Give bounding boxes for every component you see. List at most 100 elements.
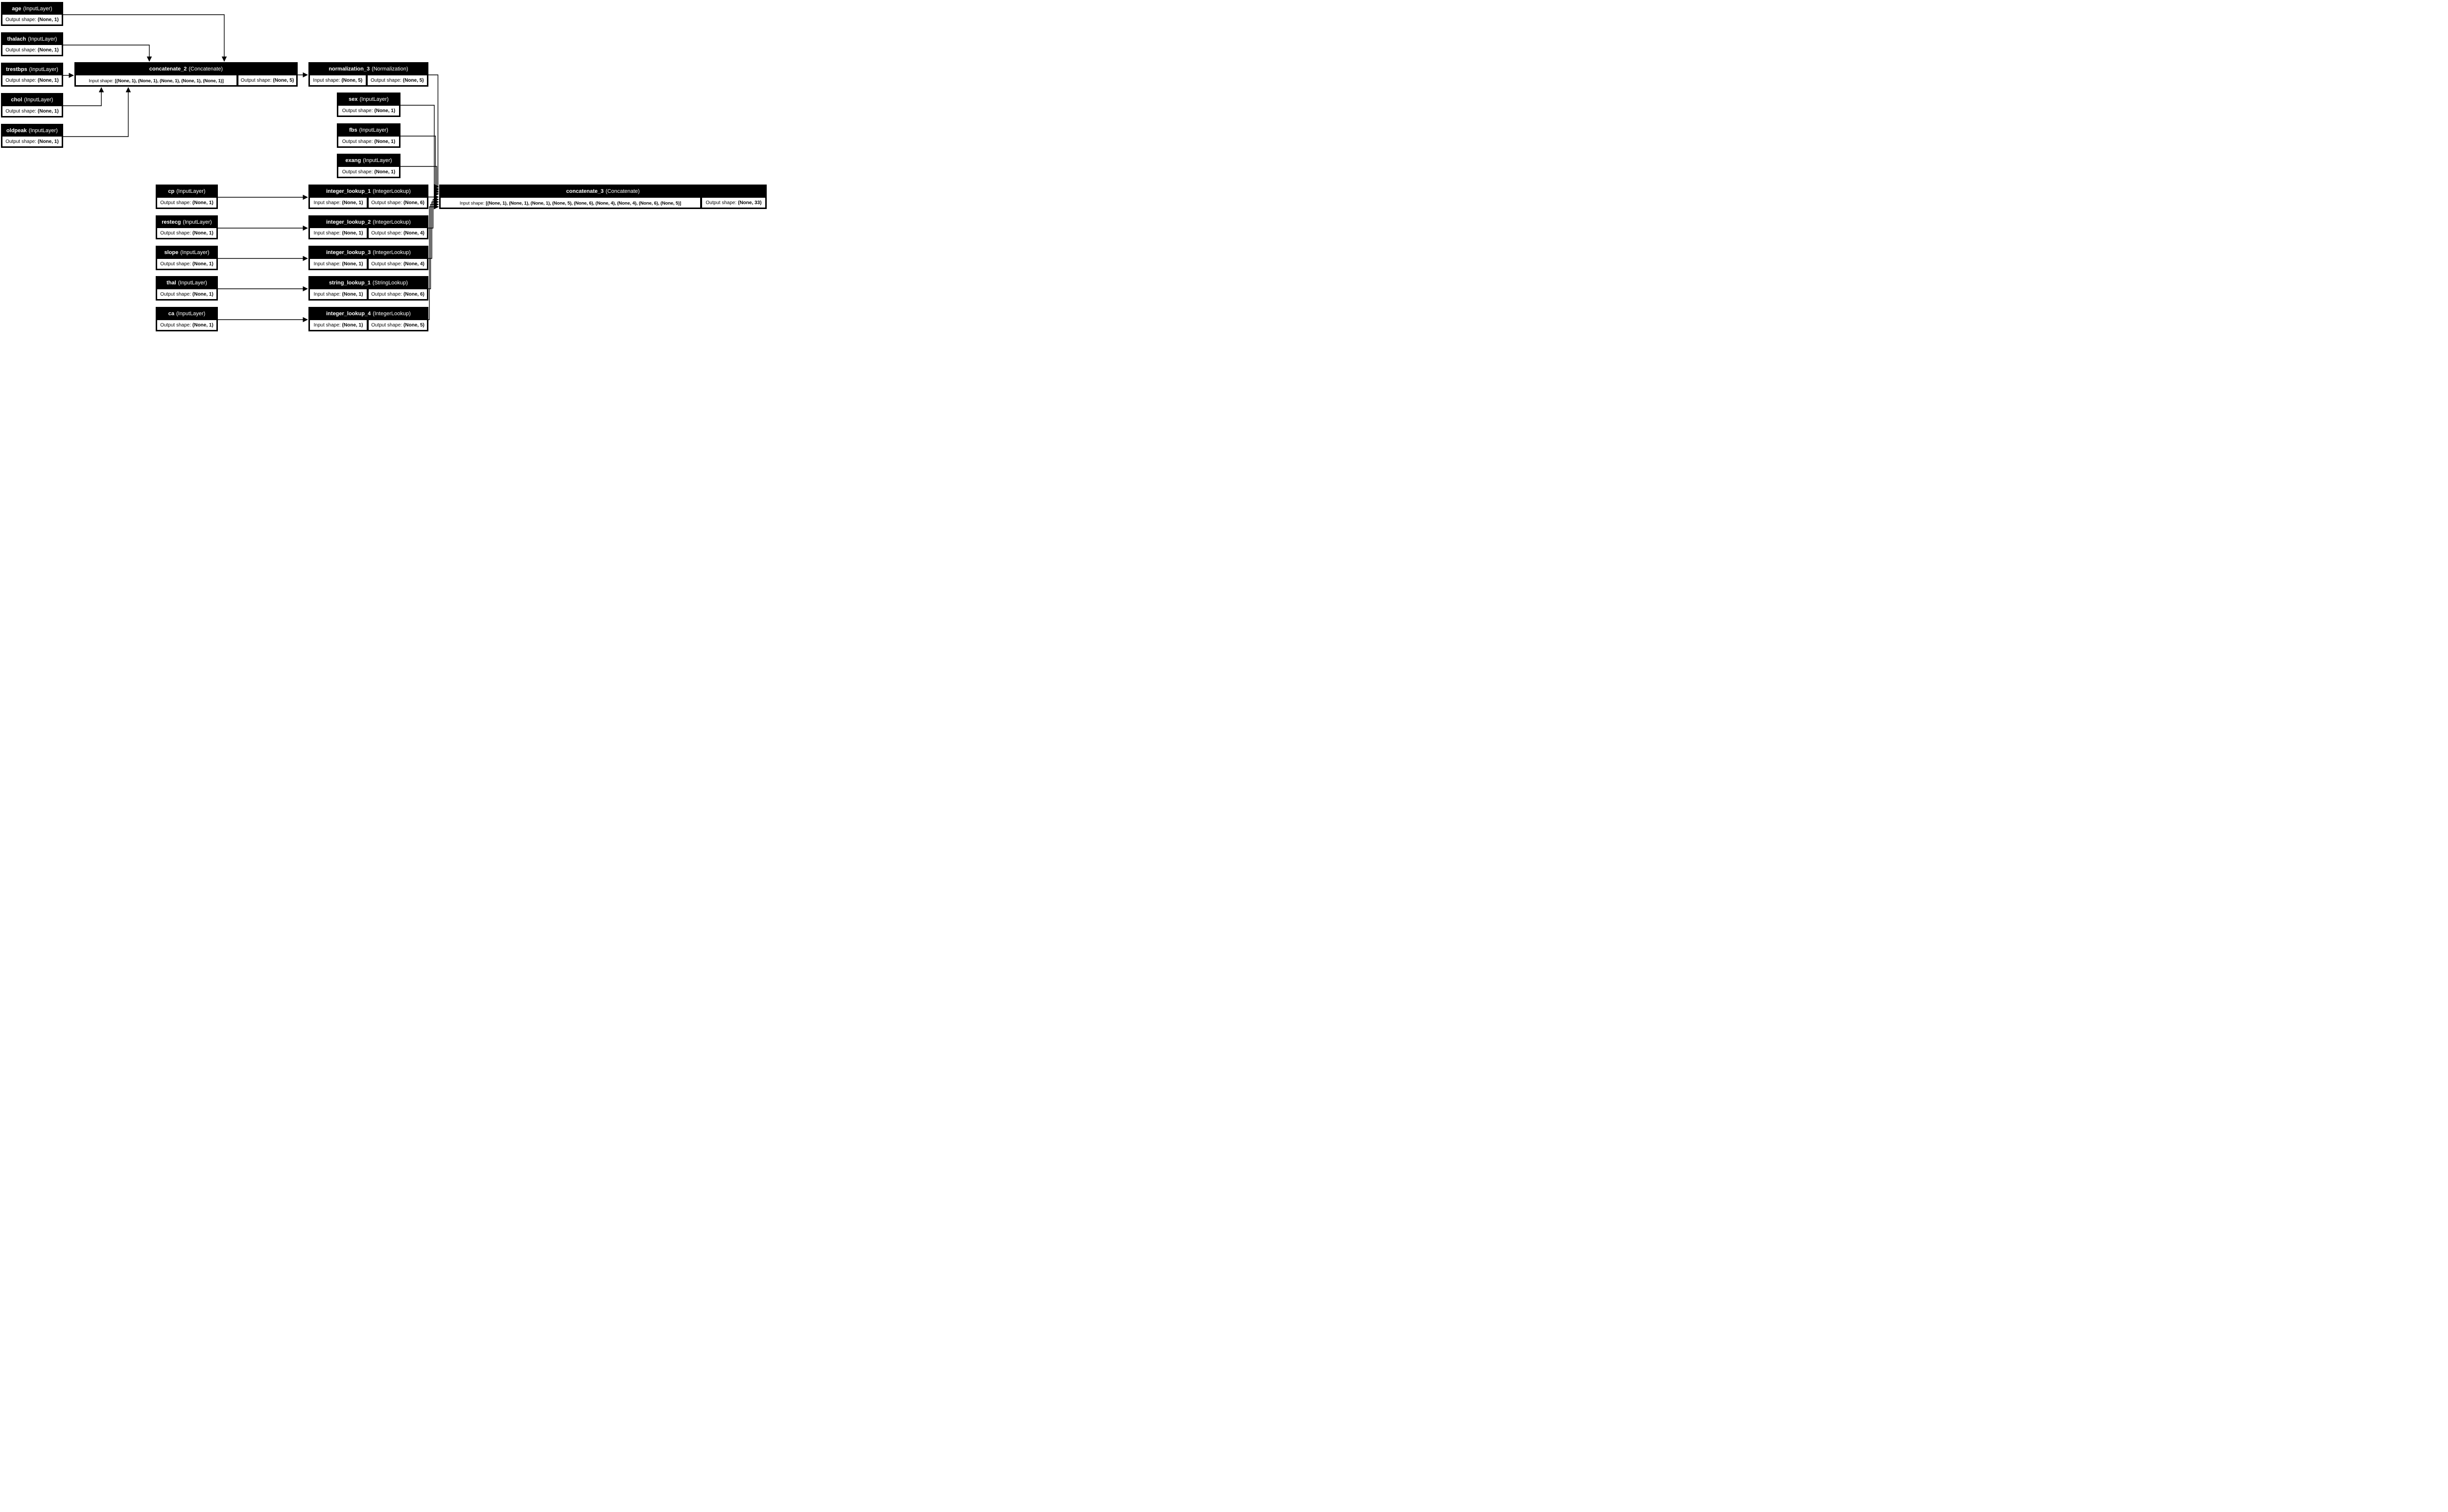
node-chol: chol(InputLayer) Output shape:(None, 1) — [1, 93, 63, 117]
output-shape-label: Output shape: — [160, 200, 191, 206]
layer-type: (Concatenate) — [188, 66, 223, 72]
output-shape-cell: Output shape:(None, 1) — [2, 106, 62, 116]
layer-name: integer_lookup_3 — [326, 250, 371, 256]
layer-type: (InputLayer) — [23, 5, 52, 12]
output-shape-value: (None, 1) — [374, 169, 396, 175]
edge-oldpeak-to-concatenate_2 — [63, 87, 131, 137]
layer-type: (InputLayer) — [359, 96, 389, 102]
input-shape-cell: Input shape:(None, 1) — [309, 320, 368, 330]
input-shape-value: [(None, 1), (None, 1), (None, 1), (None,… — [486, 200, 682, 206]
layer-header: sex(InputLayer) — [338, 93, 400, 105]
shape-cells: Output shape:(None, 1) — [157, 197, 217, 208]
layer-type: (IntegerLookup) — [373, 250, 411, 256]
output-shape-label: Output shape: — [160, 291, 191, 297]
node-ca: ca(InputLayer) Output shape:(None, 1) — [156, 307, 218, 331]
shape-cells: Output shape:(None, 1) — [2, 136, 62, 147]
output-shape-label: Output shape: — [371, 200, 402, 206]
shape-cells: Output shape:(None, 1) — [157, 320, 217, 330]
layer-header: trestbps(InputLayer) — [2, 64, 62, 75]
layer-header: fbs(InputLayer) — [338, 124, 400, 136]
edge-fbs-to-concatenate_3 — [400, 136, 439, 192]
node-thal: thal(InputLayer) Output shape:(None, 1) — [156, 276, 218, 301]
output-shape-value: (None, 1) — [192, 230, 213, 236]
output-shape-cell: Output shape:(None, 5) — [368, 320, 427, 330]
edge-sex-to-concatenate_3 — [400, 105, 439, 189]
layer-type: (IntegerLookup) — [373, 311, 411, 317]
layer-type: (InputLayer) — [359, 127, 388, 133]
node-cp: cp(InputLayer) Output shape:(None, 1) — [156, 185, 218, 209]
node-age: age(InputLayer) Output shape:(None, 1) — [1, 2, 63, 26]
input-shape-label: Input shape: — [89, 77, 114, 83]
layer-header: ca(InputLayer) — [157, 308, 217, 320]
edge-chol-to-concatenate_2 — [63, 87, 104, 106]
layer-type: (IntegerLookup) — [373, 219, 411, 225]
output-shape-value: (None, 5) — [273, 77, 294, 83]
output-shape-label: Output shape: — [371, 322, 402, 328]
layer-name: normalization_3 — [329, 66, 370, 72]
node-concatenate-3: concatenate_3(Concatenate) Input shape:[… — [439, 185, 767, 209]
output-shape-cell: Output shape:(None, 1) — [157, 228, 217, 238]
shape-cells: Output shape:(None, 1) — [2, 45, 62, 55]
layer-name: chol — [11, 97, 23, 103]
edge-integer_lookup_2-to-concatenate_3 — [428, 197, 439, 229]
output-shape-cell: Output shape:(None, 1) — [338, 136, 400, 147]
shape-cells: Input shape:[(None, 1), (None, 1), (None… — [440, 197, 766, 208]
layer-header: concatenate_3(Concatenate) — [440, 186, 766, 197]
output-shape-cell: Output shape:(None, 1) — [157, 258, 217, 269]
node-trestbps: trestbps(InputLayer) Output shape:(None,… — [1, 63, 63, 87]
input-shape-value: (None, 1) — [342, 200, 363, 206]
layer-header: exang(InputLayer) — [338, 155, 400, 166]
node-exang: exang(InputLayer) Output shape:(None, 1) — [337, 154, 400, 178]
output-shape-label: Output shape: — [5, 77, 37, 83]
layer-header: restecg(InputLayer) — [157, 216, 217, 228]
input-shape-cell: Input shape:(None, 1) — [309, 258, 368, 269]
output-shape-label: Output shape: — [371, 77, 401, 83]
output-shape-cell: Output shape:(None, 1) — [157, 320, 217, 330]
input-shape-label: Input shape: — [313, 230, 341, 236]
input-shape-value: (None, 5) — [341, 77, 363, 83]
edge-thalach-to-concatenate_2 — [63, 45, 152, 62]
layer-header: integer_lookup_4(IntegerLookup) — [309, 308, 427, 320]
output-shape-value: (None, 1) — [192, 322, 213, 328]
input-shape-value: (None, 1) — [342, 322, 363, 328]
output-shape-label: Output shape: — [371, 291, 402, 297]
input-shape-value: (None, 1) — [342, 261, 363, 267]
edge-string_lookup_1-to-concatenate_3 — [428, 202, 439, 289]
layer-name: concatenate_3 — [566, 188, 604, 194]
layer-header: cp(InputLayer) — [157, 186, 217, 197]
node-integer-lookup-4: integer_lookup_4(IntegerLookup) Input sh… — [308, 307, 428, 331]
layer-name: ca — [168, 311, 174, 317]
output-shape-cell: Output shape:(None, 6) — [368, 197, 427, 208]
input-shape-cell: Input shape:(None, 5) — [309, 75, 366, 86]
layer-header: oldpeak(InputLayer) — [2, 125, 62, 136]
layer-type: (InputLayer) — [183, 219, 212, 225]
output-shape-value: (None, 1) — [374, 139, 396, 144]
layer-name: fbs — [349, 127, 357, 133]
layer-name: sex — [349, 96, 358, 102]
layer-type: (InputLayer) — [180, 250, 210, 256]
output-shape-label: Output shape: — [240, 77, 272, 83]
output-shape-label: Output shape: — [5, 17, 37, 23]
output-shape-cell: Output shape:(None, 1) — [2, 75, 62, 86]
edges-layer — [63, 14, 439, 323]
layer-name: cp — [168, 188, 175, 194]
output-shape-label: Output shape: — [342, 169, 373, 175]
output-shape-label: Output shape: — [160, 322, 191, 328]
layer-type: (InputLayer) — [29, 66, 58, 72]
layer-type: (InputLayer) — [176, 311, 206, 317]
layer-name: slope — [164, 250, 179, 256]
output-shape-value: (None, 5) — [402, 77, 424, 83]
output-shape-value: (None, 1) — [38, 77, 59, 83]
output-shape-label: Output shape: — [371, 230, 402, 236]
shape-cells: Input shape:(None, 1) Output shape:(None… — [309, 197, 427, 208]
output-shape-cell: Output shape:(None, 5) — [237, 75, 297, 86]
layer-header: concatenate_2(Concatenate) — [75, 63, 297, 75]
input-shape-cell: Input shape:(None, 1) — [309, 289, 368, 300]
output-shape-cell: Output shape:(None, 1) — [2, 45, 62, 55]
input-shape-label: Input shape: — [313, 291, 341, 297]
output-shape-label: Output shape: — [160, 230, 191, 236]
layer-name: integer_lookup_4 — [326, 311, 371, 317]
output-shape-value: (None, 6) — [403, 200, 424, 206]
layer-header: normalization_3(Normalization) — [309, 63, 427, 75]
layer-name: oldpeak — [6, 127, 27, 134]
